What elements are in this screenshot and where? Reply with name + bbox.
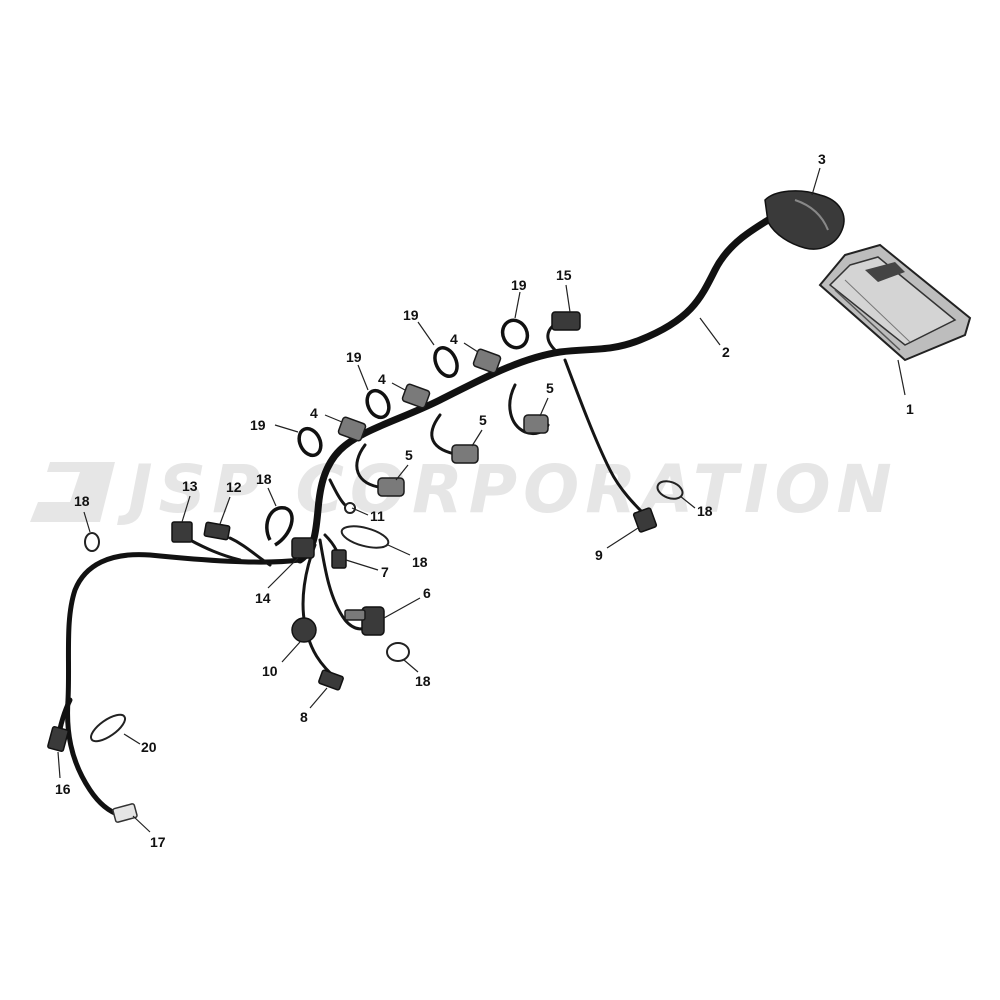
callout-10: 10 (262, 663, 278, 679)
connector-14[interactable] (291, 537, 315, 559)
connector-16[interactable] (47, 726, 69, 752)
connector-5-a[interactable] (377, 477, 405, 497)
callout-20: 20 (141, 739, 157, 755)
callout-6: 6 (423, 585, 431, 601)
callout-11: 11 (370, 508, 385, 524)
leader-lines (57, 167, 906, 833)
callout-5-b: 5 (479, 412, 487, 428)
cable-tie-18-e[interactable] (655, 478, 685, 502)
callout-18-c: 18 (412, 554, 428, 570)
callout-18-d: 18 (415, 673, 431, 689)
watermark-text: JSP CORPORATION (128, 451, 898, 528)
callout-13: 13 (182, 478, 198, 494)
cable-tie-19-d[interactable] (498, 316, 532, 352)
connector-4-b[interactable] (401, 383, 431, 409)
callout-18-e: 18 (697, 503, 713, 519)
callout-labels: 1 2 3 4 4 4 5 5 5 6 7 8 9 10 11 12 13 14… (55, 151, 914, 850)
cable-tie-18-b[interactable] (265, 506, 294, 547)
connector-10[interactable] (291, 617, 317, 643)
callout-19-b: 19 (346, 349, 362, 365)
callout-7: 7 (381, 564, 389, 580)
cable-tie-19-b[interactable] (363, 387, 393, 421)
callout-14: 14 (255, 590, 271, 606)
cable-tie-18-c[interactable] (339, 522, 390, 552)
callout-9: 9 (595, 547, 603, 563)
connector-17[interactable] (112, 803, 138, 823)
callout-4-c: 4 (450, 331, 458, 347)
callout-15: 15 (556, 267, 572, 283)
connector-5-c[interactable] (523, 414, 549, 434)
cable-tie-19-c[interactable] (431, 344, 462, 380)
callout-3: 3 (818, 151, 826, 167)
callout-4-b: 4 (378, 371, 386, 387)
connector-12[interactable] (203, 521, 231, 541)
callout-12: 12 (226, 479, 242, 495)
connector-7[interactable] (331, 549, 347, 569)
wiring-harness (55, 206, 789, 818)
callout-4-a: 4 (310, 405, 318, 421)
watermark-logo (30, 462, 115, 522)
callout-18-a: 18 (74, 493, 90, 509)
connector-6[interactable] (344, 606, 385, 636)
connector-4-c[interactable] (472, 348, 502, 374)
ring-terminal-11[interactable] (344, 502, 356, 514)
connector-9[interactable] (632, 507, 658, 533)
callout-19-c: 19 (403, 307, 419, 323)
callout-19-a: 19 (250, 417, 266, 433)
callout-17: 17 (150, 834, 166, 850)
callout-5-c: 5 (546, 380, 554, 396)
callout-16: 16 (55, 781, 71, 797)
callout-8: 8 (300, 709, 308, 725)
ecu-module[interactable] (818, 243, 972, 362)
connector-8[interactable] (318, 669, 344, 691)
connector-13[interactable] (171, 521, 193, 543)
callout-19-d: 19 (511, 277, 527, 293)
callout-1: 1 (906, 401, 914, 417)
ecu-connector[interactable] (764, 190, 845, 250)
connector-15[interactable] (551, 311, 581, 331)
cable-tie-19-a[interactable] (295, 425, 325, 459)
callout-5-a: 5 (405, 447, 413, 463)
cable-tie-18-d[interactable] (386, 642, 410, 662)
callout-2: 2 (722, 344, 730, 360)
cable-tie-18-a[interactable] (84, 532, 100, 552)
cable-tie-20[interactable] (87, 710, 129, 746)
connector-5-b[interactable] (451, 444, 479, 464)
callout-18-b: 18 (256, 471, 272, 487)
connector-4-a[interactable] (337, 416, 367, 442)
